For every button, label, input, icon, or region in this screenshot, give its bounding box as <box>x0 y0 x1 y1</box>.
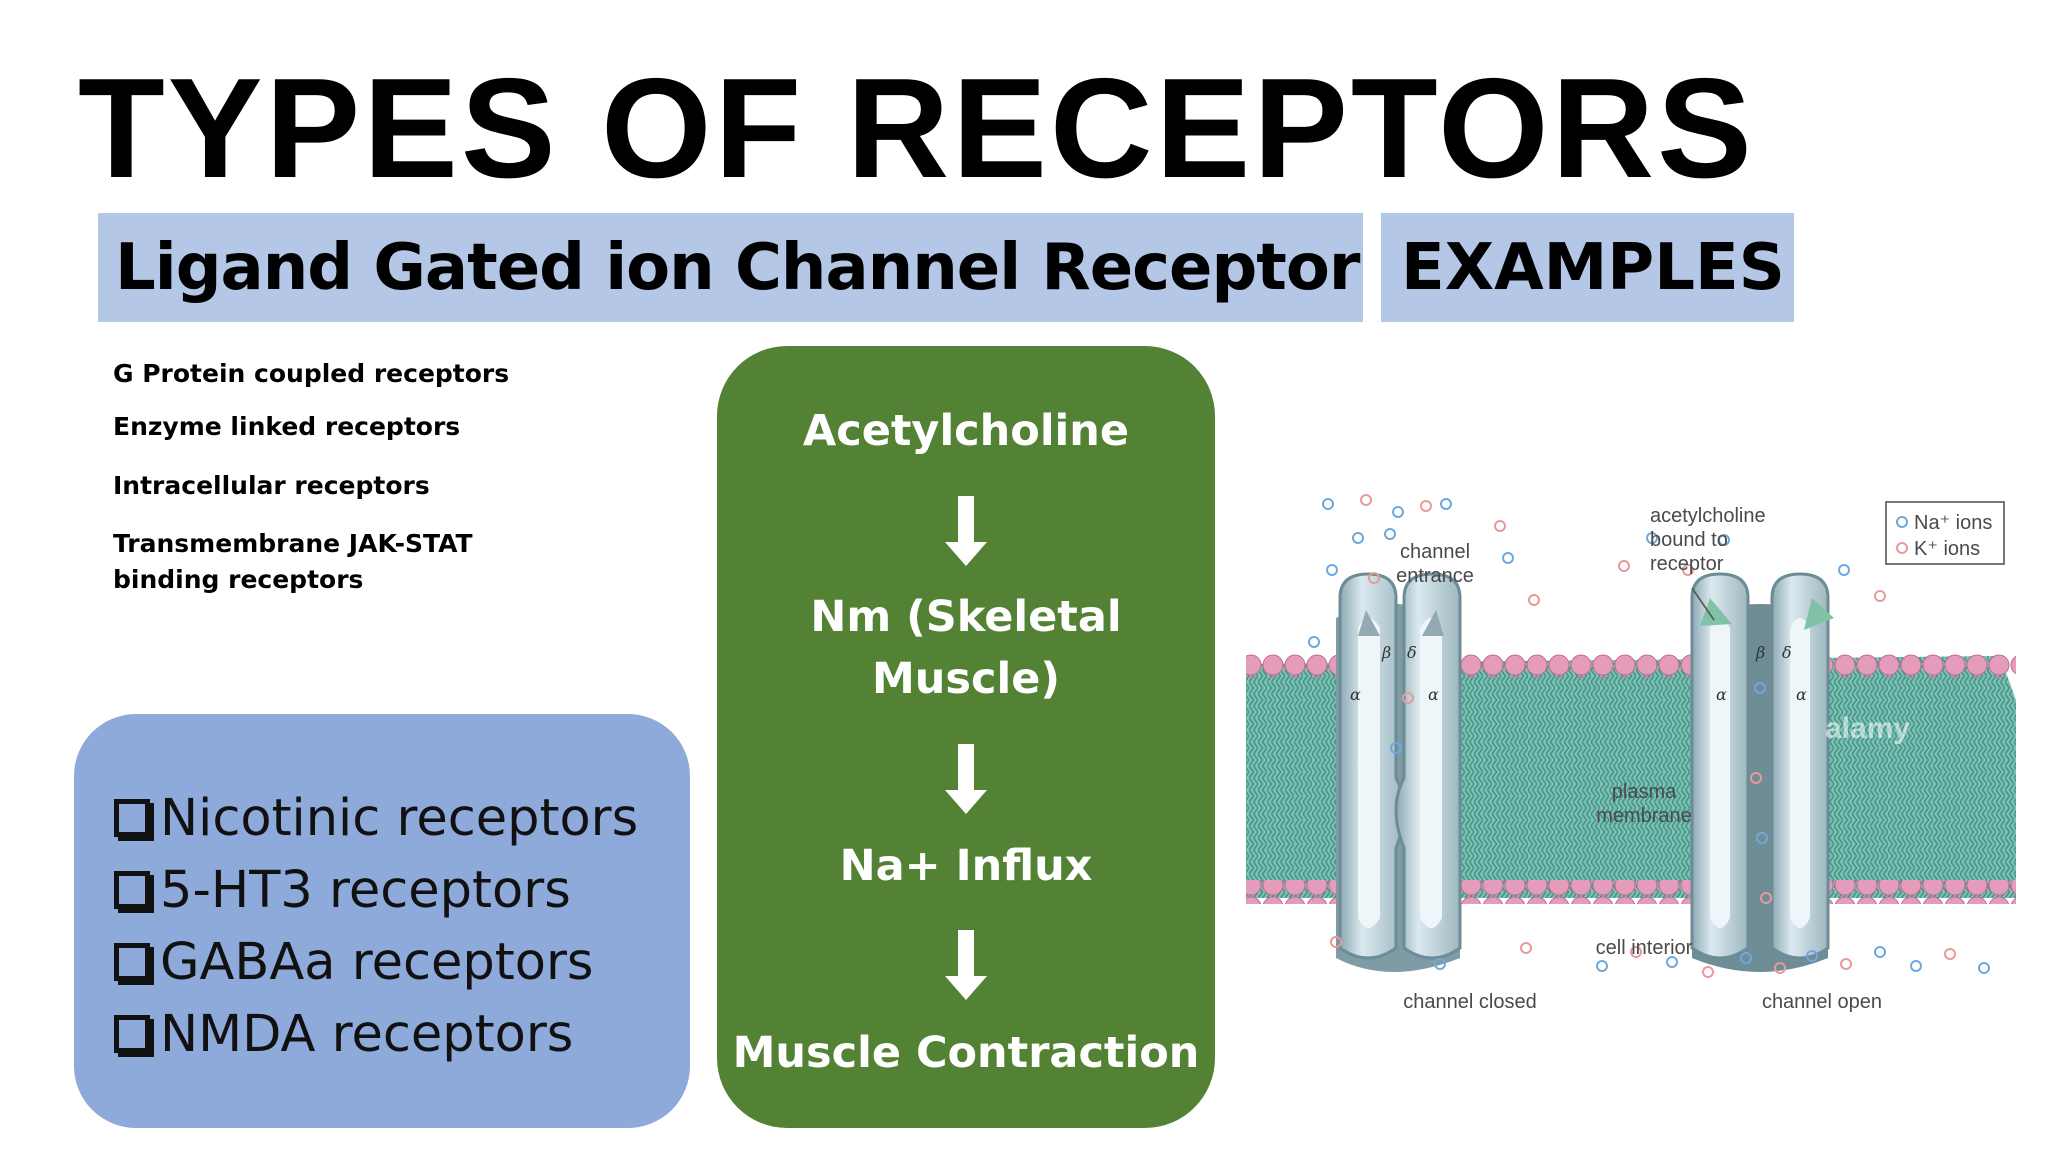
example-label: NMDA receptors <box>160 1004 574 1064</box>
down-arrow-icon <box>945 930 987 1000</box>
alpha-subunit-label: α <box>1716 685 1727 704</box>
channel-entrance-label: entrance <box>1396 565 1474 587</box>
list-item: Transmembrane JAK-STAT binding receptors <box>113 529 473 594</box>
ions <box>1308 494 1990 978</box>
flow-step-acetylcholine: Acetylcholine <box>802 406 1130 456</box>
other-receptor-types-list: G Protein coupled receptors Enzyme linke… <box>113 356 673 598</box>
na-ion-icon <box>1896 516 1908 528</box>
list-item: Intracellular receptors <box>113 471 430 500</box>
k-ion-icon <box>1896 542 1908 554</box>
list-item: GABAa receptors <box>114 926 690 998</box>
channel-closed-label: channel closed <box>1403 991 1536 1013</box>
flow-step-nm-line1: Nm (Skeletal <box>810 592 1122 642</box>
plasma-membrane-label: membrane <box>1596 805 1692 827</box>
channel-open-label: channel open <box>1762 991 1882 1013</box>
receptor-type-header: Ligand Gated ion Channel Receptor <box>98 213 1363 322</box>
checkbox-icon <box>114 1015 150 1053</box>
beta-subunit-label: β <box>1755 643 1765 662</box>
examples-header: EXAMPLES <box>1381 213 1794 322</box>
example-label: Nicotinic receptors <box>160 788 639 848</box>
down-arrow-icon <box>945 744 987 814</box>
list-item: Enzyme linked receptors <box>113 412 461 441</box>
mechanism-flowchart: Acetylcholine Nm (Skeletal Muscle) Na+ I… <box>717 346 1215 1128</box>
checkbox-icon <box>114 871 150 909</box>
alpha-subunit-label: α <box>1428 685 1439 704</box>
ion-channel-diagram: channel entrance acetylcholine bound to … <box>1246 494 2016 1013</box>
receptor-type-label: Ligand Gated ion Channel Receptor <box>115 230 1360 305</box>
alpha-subunit-label: α <box>1796 685 1807 704</box>
legend-na-label: Na⁺ ions <box>1914 512 1992 534</box>
acetylcholine-bound-label: receptor <box>1650 553 1724 575</box>
list-item: NMDA receptors <box>114 998 690 1070</box>
open-channel <box>1690 572 1834 972</box>
list-item: 5-HT3 receptors <box>114 854 690 926</box>
examples-label: EXAMPLES <box>1401 230 1785 305</box>
list-item: G Protein coupled receptors <box>113 359 510 388</box>
delta-subunit-label: δ <box>1782 643 1792 662</box>
watermark: alamy <box>1825 712 1910 745</box>
flow-step-nm-line2: Muscle) <box>871 654 1061 704</box>
examples-box: Nicotinic receptors 5-HT3 receptors GABA… <box>74 714 690 1128</box>
closed-channel <box>1336 572 1462 972</box>
down-arrow-icon <box>945 496 987 566</box>
flow-step-muscle-contraction: Muscle Contraction <box>732 1028 1200 1078</box>
acetylcholine-bound-label: acetylcholine <box>1650 505 1766 527</box>
list-item: Nicotinic receptors <box>114 782 690 854</box>
plasma-membrane-label: plasma <box>1612 781 1677 803</box>
delta-subunit-label: δ <box>1407 643 1417 662</box>
beta-subunit-label: β <box>1381 643 1391 662</box>
checkbox-icon <box>114 943 150 981</box>
flow-step-na-influx: Na+ Influx <box>839 841 1093 891</box>
checkbox-icon <box>114 799 150 837</box>
ion-legend: Na⁺ ions K⁺ ions <box>1885 501 2005 565</box>
legend-k-label: K⁺ ions <box>1914 538 1980 560</box>
cell-interior-label: cell interior <box>1596 937 1693 959</box>
example-label: 5-HT3 receptors <box>160 860 571 920</box>
example-label: GABAa receptors <box>160 932 594 992</box>
acetylcholine-bound-label: bound to <box>1650 529 1728 551</box>
page-title: TYPES OF RECEPTORS <box>78 49 1755 208</box>
alpha-subunit-label: α <box>1350 685 1361 704</box>
channel-entrance-label: channel <box>1400 541 1470 563</box>
